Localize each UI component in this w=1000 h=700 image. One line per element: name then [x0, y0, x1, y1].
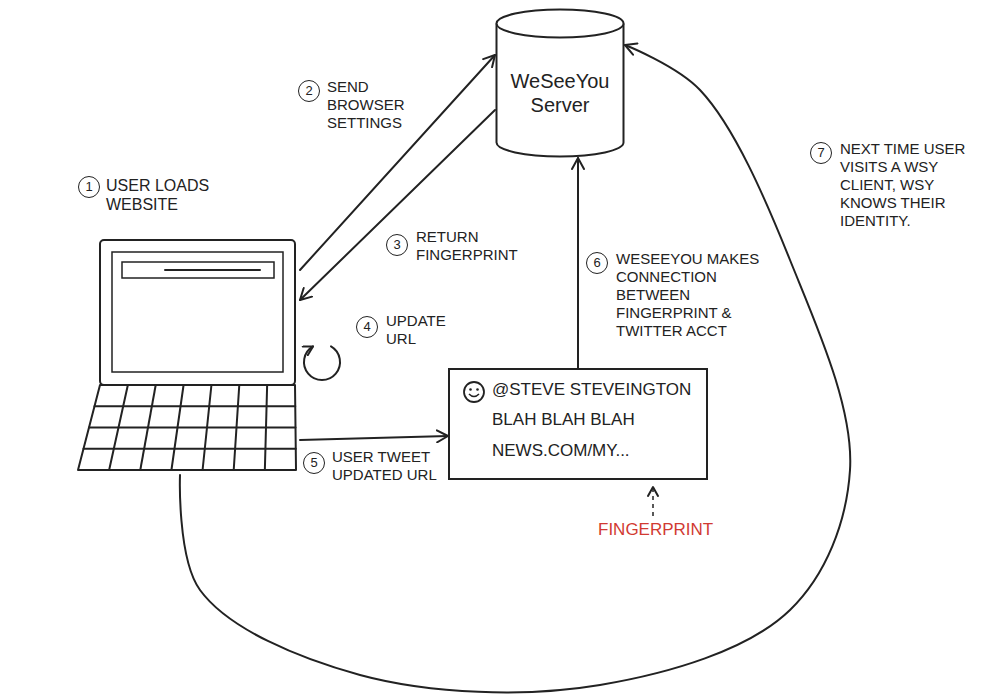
keyboard-row: [89, 427, 296, 429]
connector-arrow: [577, 158, 579, 368]
laptop-node: USER LOADS WEBSITE: [70, 170, 300, 475]
connector-arrow: [300, 436, 448, 440]
keyboard-column: [140, 385, 155, 470]
edge-label: WESEEYOU MAKES CONNECTION BETWEEN FINGER…: [614, 250, 783, 340]
url-line: [165, 269, 260, 271]
tweet-box: @STEVE STEVEINGTON BLAH BLAH BLAH NEWS.COM…: [448, 368, 708, 480]
keyboard-column: [265, 385, 267, 470]
annotation-label: FINGERPRINT: [596, 520, 715, 540]
keyboard-column: [234, 385, 240, 470]
callout-number: 1: [78, 176, 100, 198]
keyboard-column: [171, 385, 183, 470]
smiley-eye: [476, 388, 479, 391]
cylinder-top: [497, 10, 624, 38]
callout-number: 5: [303, 452, 325, 474]
keyboard-row: [84, 448, 296, 450]
avatar-smiley: [462, 380, 486, 404]
browser-bar: [122, 262, 274, 278]
laptop-illustration: [70, 170, 300, 475]
server-cylinder: WeSeeYou Server: [495, 8, 625, 158]
smiley-mouth: [469, 394, 479, 397]
connector-arrow: [300, 110, 495, 300]
leader-line: [652, 487, 654, 516]
callout-number: 7: [810, 142, 832, 164]
callout-number: 2: [298, 80, 320, 102]
cylinder-body: [497, 24, 624, 157]
smiley-eye: [469, 388, 472, 391]
node-text: @STEVE STEVEINGTON: [492, 380, 694, 400]
edge-label: NEXT TIME USER VISITS A WSY CLIENT, WSY …: [838, 140, 987, 230]
callout-number: 3: [386, 234, 408, 256]
callout-number: 6: [586, 252, 608, 274]
screen-display: [112, 252, 283, 372]
keyboard-row: [95, 405, 296, 407]
node-text: NEWS.COM/MY...: [492, 441, 694, 461]
edge-label: SEND BROWSER SETTINGS: [325, 78, 424, 132]
callout-number: 4: [356, 316, 378, 338]
node-text: USER LOADS WEBSITE: [106, 176, 236, 214]
refresh-loop: [304, 346, 340, 380]
edge-label: RETURN FINGERPRINT: [414, 228, 543, 264]
keyboard-column: [109, 385, 128, 470]
step-label: UPDATE URL: [384, 312, 468, 348]
laptop-screen: [100, 240, 295, 385]
keyboard-column: [203, 385, 212, 470]
edge-label: USER TWEET UPDATED URL: [330, 448, 446, 484]
laptop-base: [78, 385, 296, 470]
node-text: WeSeeYou Server: [505, 69, 615, 117]
node-text: BLAH BLAH BLAH: [492, 410, 694, 430]
smiley-face: [464, 382, 484, 402]
